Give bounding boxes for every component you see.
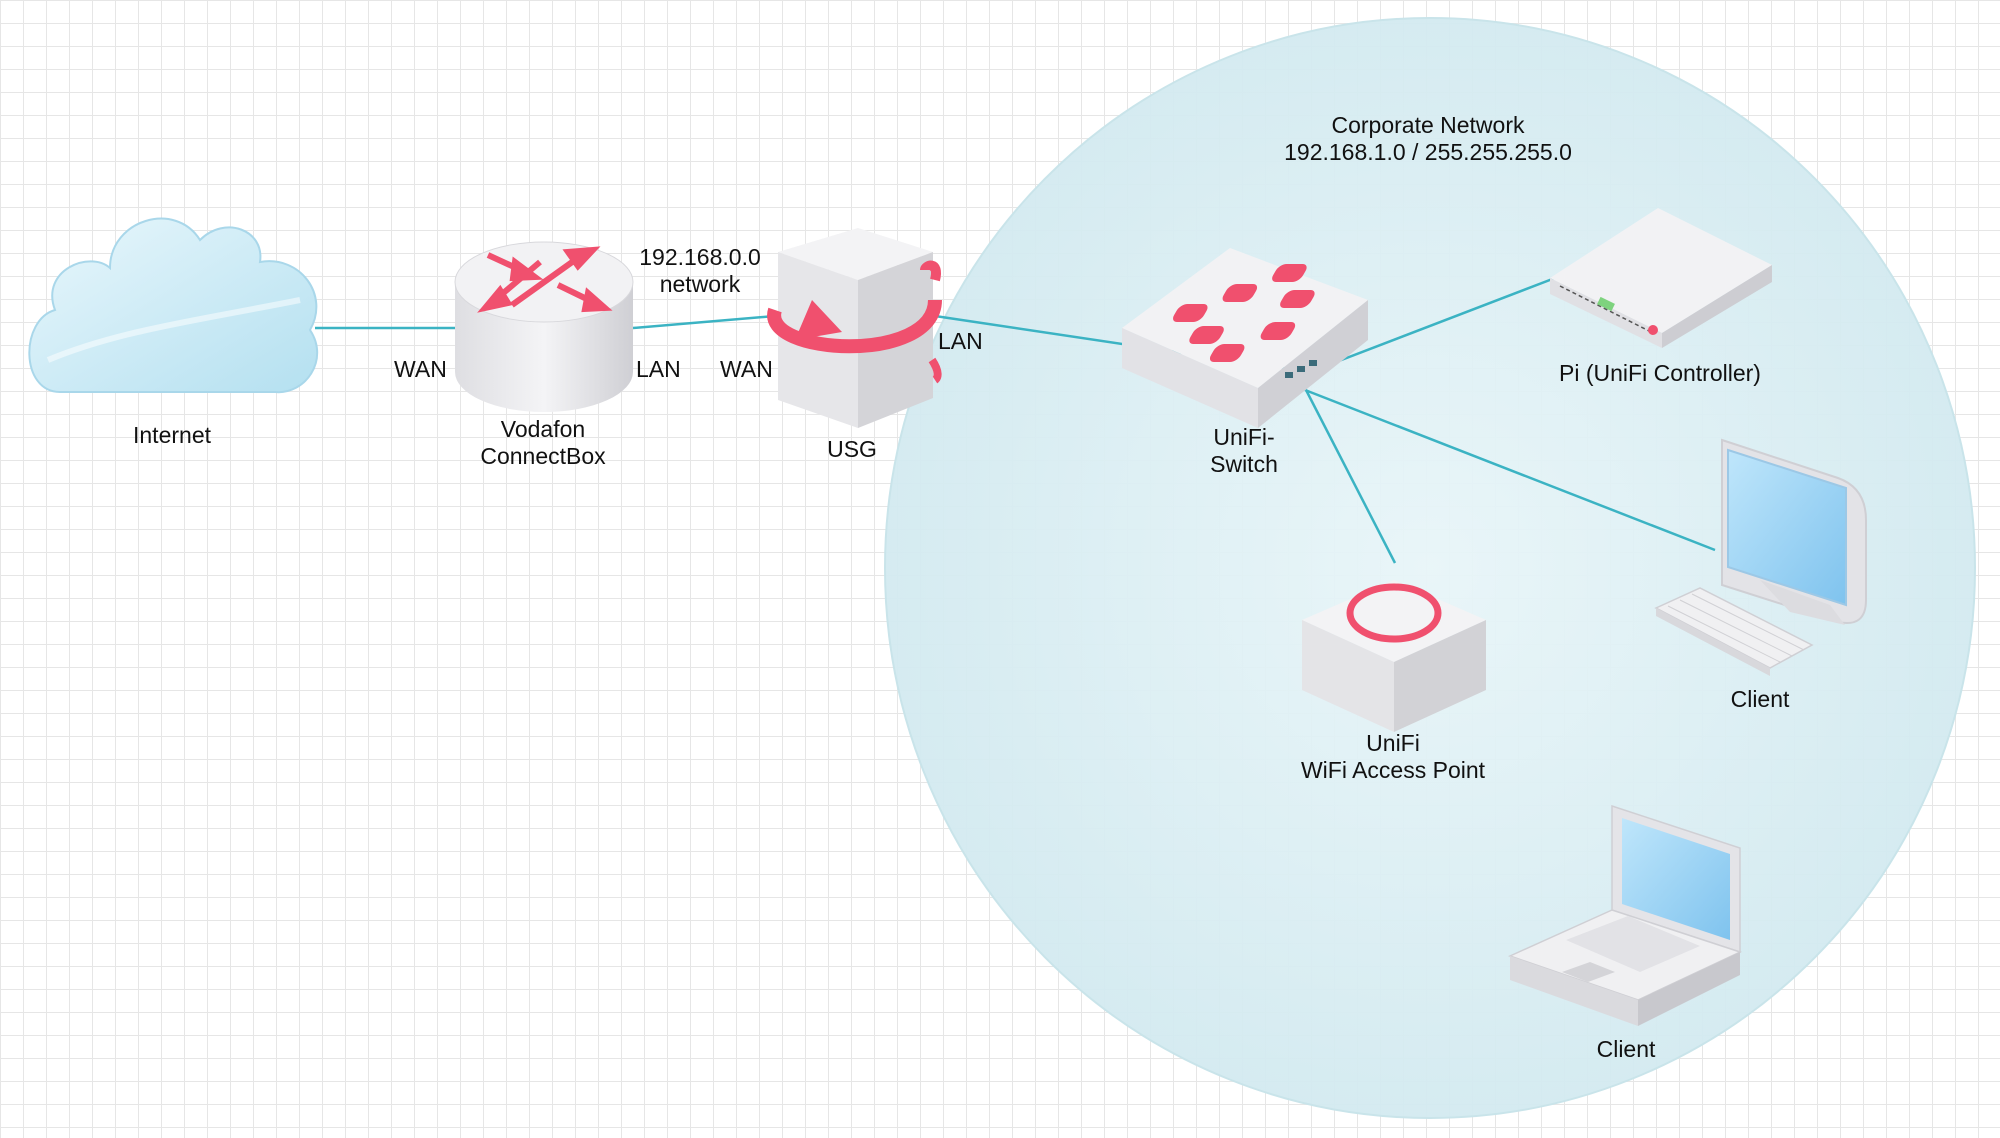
access-point-icon [1302, 580, 1486, 732]
network-title-text: Corporate Network [1331, 112, 1525, 138]
access-point-label-line2: WiFi Access Point [1300, 757, 1486, 783]
router-wan-port-label: WAN [394, 356, 447, 382]
usg-lan-port-label: LAN [938, 328, 983, 354]
access-point-label: UniFi WiFi Access Point [1301, 730, 1485, 784]
laptop-client-label-text: Client [1596, 1036, 1656, 1062]
desktop-icon [1654, 438, 1867, 676]
switch-label-line1: UniFi- [1213, 424, 1275, 450]
router-label-line2: ConnectBox [480, 443, 606, 469]
link-switch-desktop [1304, 388, 1716, 552]
router-label: Vodafon ConnectBox [480, 416, 605, 470]
usg-label: USG [827, 436, 877, 463]
router-icon [454, 241, 634, 412]
link-switch-ap [1303, 387, 1397, 564]
router-lan-port-label: LAN [636, 356, 681, 382]
laptop-icon [1507, 804, 1743, 1026]
desktop-client-label: Client [1731, 686, 1790, 713]
network-subnet: 192.168.1.0 / 255.255.255.0 [1284, 139, 1572, 165]
wan-network-label: 192.168.0.0 network [639, 244, 761, 298]
link-router-usg [632, 314, 776, 330]
internet-label: Internet [133, 422, 211, 449]
wan-network-word: network [659, 271, 741, 297]
access-point-label-line1: UniFi [1366, 730, 1420, 756]
pi-label: Pi (UniFi Controller) [1559, 360, 1761, 387]
router-label-line1: Vodafon [500, 416, 586, 442]
server-icon [1550, 208, 1772, 348]
usg-icon [767, 228, 942, 428]
link-switch-pi [1309, 276, 1556, 374]
switch-label-line2: Switch [1210, 451, 1278, 477]
wan-network-address: 192.168.0.0 [639, 244, 761, 270]
switch-icon [1122, 248, 1368, 428]
internet-label-text: Internet [133, 422, 211, 448]
desktop-client-label-text: Client [1730, 686, 1790, 712]
usg-wan-port-label: WAN [720, 356, 773, 382]
switch-label: UniFi- Switch [1210, 424, 1278, 478]
laptop-client-label: Client [1597, 1036, 1656, 1063]
cloud-icon [28, 217, 319, 394]
network-title: Corporate Network 192.168.1.0 / 255.255.… [1284, 112, 1572, 166]
usg-label-text: USG [827, 436, 877, 462]
pi-label-text: Pi (UniFi Controller) [1559, 360, 1761, 386]
